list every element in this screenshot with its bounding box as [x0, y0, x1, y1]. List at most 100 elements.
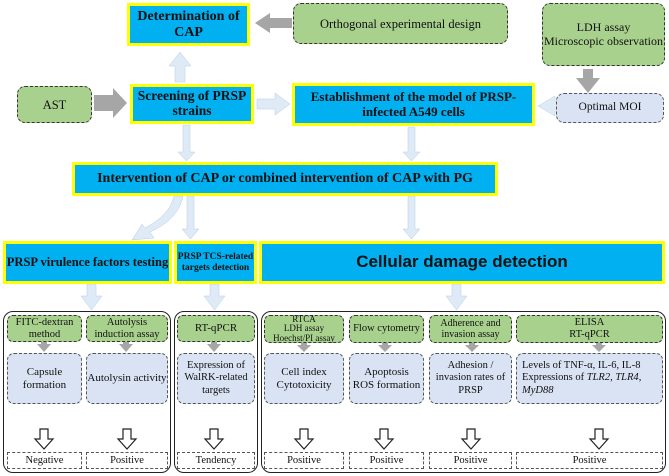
virulence-group [3, 311, 171, 473]
result-positive-adhesion-label: Positive [453, 455, 488, 466]
result-positive-apoptosis-label: Positive [369, 455, 404, 466]
ldh-label: LDH assay Microscopic observation [544, 20, 663, 48]
autolysis-induction-label: Autolysis induction assay [94, 316, 160, 340]
levels-box: Levels of TNF-α, IL-6, IL-8 Expressions … [516, 353, 663, 404]
ldh-assay-box: LDH assay Microscopic observation [542, 3, 665, 66]
apoptosis-label: Apoptosis ROS formation [352, 365, 421, 391]
arrow-establishment-to-intervention [402, 126, 421, 162]
result-positive-apoptosis: Positive [349, 452, 424, 469]
optimal-moi-label: Optimal MOI [578, 101, 642, 114]
orthogonal-design-box: Orthogonal experimental design [293, 3, 508, 44]
result-tendency-label: Tendency [195, 455, 237, 466]
cellular-label: Cellular damage detection [356, 252, 568, 272]
flow-label: Flow cytometry [353, 323, 420, 335]
result-positive-autolysin: Positive [86, 452, 168, 469]
result-positive-levels: Positive [516, 452, 663, 469]
arrow-orthogonal-to-determination [255, 13, 292, 33]
establishment-box: Establishment of the model of PRSP-infec… [292, 83, 535, 126]
arrow-apoptosis-to-positive [373, 428, 395, 450]
arrow-intervention-to-tcs [181, 195, 200, 240]
arrow-intervention-to-cellular [402, 195, 421, 240]
rtqpcr-label: RT-qPCR [194, 322, 238, 335]
ast-label: AST [42, 97, 67, 112]
method-arrows [37, 341, 606, 352]
arrow-cellindex-to-positive [293, 428, 315, 450]
fitc-label: FITC-dextran method [15, 316, 74, 340]
result-negative-label: Negative [25, 455, 64, 466]
rtca-box: RTCA LDH assay Hoechst/PI assay [264, 315, 344, 343]
result-arrows [33, 428, 610, 450]
walrk-label: Expression of WalRK-related targets [184, 360, 248, 396]
arrow-screening-to-establishment [256, 92, 291, 116]
arrow-elisa-to-levels [592, 342, 606, 352]
elisa-box: ELISA RT-qPCR [516, 315, 663, 343]
levels-line2-prefix: Expressions of [522, 372, 587, 384]
determination-label: Determination of CAP [137, 9, 240, 40]
arrow-ast-to-screening [94, 88, 127, 118]
result-positive-levels-label: Positive [572, 455, 607, 466]
result-positive-cellindex-label: Positive [287, 455, 321, 466]
cell-index-label: Cell index Cytotoxicity [276, 365, 332, 391]
arrow-ldh-to-moi [576, 69, 600, 93]
rtqpcr-box: RT-qPCR [177, 315, 255, 342]
levels-line1: Levels of TNF-α, IL-6, IL-8 [522, 360, 641, 372]
levels-text: Levels of TNF-α, IL-6, IL-8 Expressions … [522, 360, 642, 396]
virulence-box: PRSP virulence factors testing [3, 241, 172, 284]
arrow-capsule-to-negative [33, 428, 55, 450]
intervention-label: Intervention of CAP or combined interven… [97, 171, 473, 187]
result-tendency: Tendency [177, 452, 255, 469]
arrow-cellular-to-group [445, 283, 468, 311]
ast-box: AST [17, 86, 92, 123]
tcs-box: PRSP TCS-related targets detection [174, 241, 257, 284]
apoptosis-box: Apoptosis ROS formation [349, 353, 424, 404]
arrow-intervention-to-virulence [131, 195, 184, 241]
levels-myd88: MyD88 [522, 384, 554, 396]
orthogonal-label: Orthogonal experimental design [319, 16, 482, 31]
screening-box: Screening of PRSP strains [130, 84, 254, 124]
autolysis-induction-box: Autolysis induction assay [86, 315, 168, 342]
adherence-label: Adherence and invasion assay [440, 317, 501, 340]
capsule-label: Capsule formation [22, 365, 67, 391]
levels-tlr2: TLR2 [586, 372, 611, 384]
arrow-autolysis-to-autolysin [119, 341, 133, 352]
arrow-tcs-to-group [203, 283, 226, 311]
cellular-group [261, 311, 666, 473]
adherence-box: Adherence and invasion assay [429, 315, 512, 343]
adhesion-box: Adhesion / invasion rates of PRSP [429, 353, 512, 404]
elisa-label: ELISA RT-qPCR [569, 317, 610, 340]
result-negative: Negative [7, 452, 82, 469]
fitc-dextran-box: FITC-dextran method [7, 315, 82, 342]
arrow-fitc-to-capsule [37, 341, 51, 352]
result-positive-autolysin-label: Positive [110, 455, 144, 466]
tcs-label: PRSP TCS-related targets detection [177, 252, 254, 273]
cellular-damage-box: Cellular damage detection [259, 241, 665, 284]
levels-tlr4: TLR4 [615, 372, 639, 384]
walrk-box: Expression of WalRK-related targets [177, 353, 255, 404]
rtca-label: RTCA LDH assay Hoechst/PI assay [273, 314, 335, 343]
arrow-adhesion-to-positive [460, 428, 482, 450]
tcs-group [174, 311, 258, 473]
optimal-moi-box: Optimal MOI [556, 93, 664, 123]
arrow-levels-to-positive [588, 428, 610, 450]
cell-index-box: Cell index Cytotoxicity [264, 353, 344, 404]
intervention-box: Intervention of CAP or combined interven… [72, 162, 498, 196]
screening-label: Screening of PRSP strains [137, 88, 247, 118]
arrow-virulence-to-group [80, 283, 103, 311]
virulence-label: PRSP virulence factors testing [6, 254, 169, 269]
determination-box: Determination of CAP [127, 3, 250, 46]
arrow-screening-to-determination [168, 51, 192, 83]
arrow-rtqpcr-to-walrk [207, 341, 221, 352]
adhesion-label: Adhesion / invasion rates of PRSP [435, 360, 506, 396]
autolysin-box: Autolysin activity [86, 353, 168, 404]
establishment-label: Establishment of the model of PRSP-infec… [310, 89, 517, 119]
arrow-rtca-to-cellindex [297, 342, 311, 352]
arrow-walrk-to-tendency [203, 428, 225, 450]
flow-cytometry-box: Flow cytometry [349, 315, 424, 343]
result-positive-cellindex: Positive [264, 452, 344, 469]
arrow-adherence-to-adhesion [465, 342, 479, 352]
arrow-autolysin-to-positive [116, 428, 138, 450]
autolysin-label: Autolysin activity [87, 372, 167, 385]
result-positive-adhesion: Positive [429, 452, 512, 469]
arrow-flow-to-apoptosis [378, 342, 392, 352]
